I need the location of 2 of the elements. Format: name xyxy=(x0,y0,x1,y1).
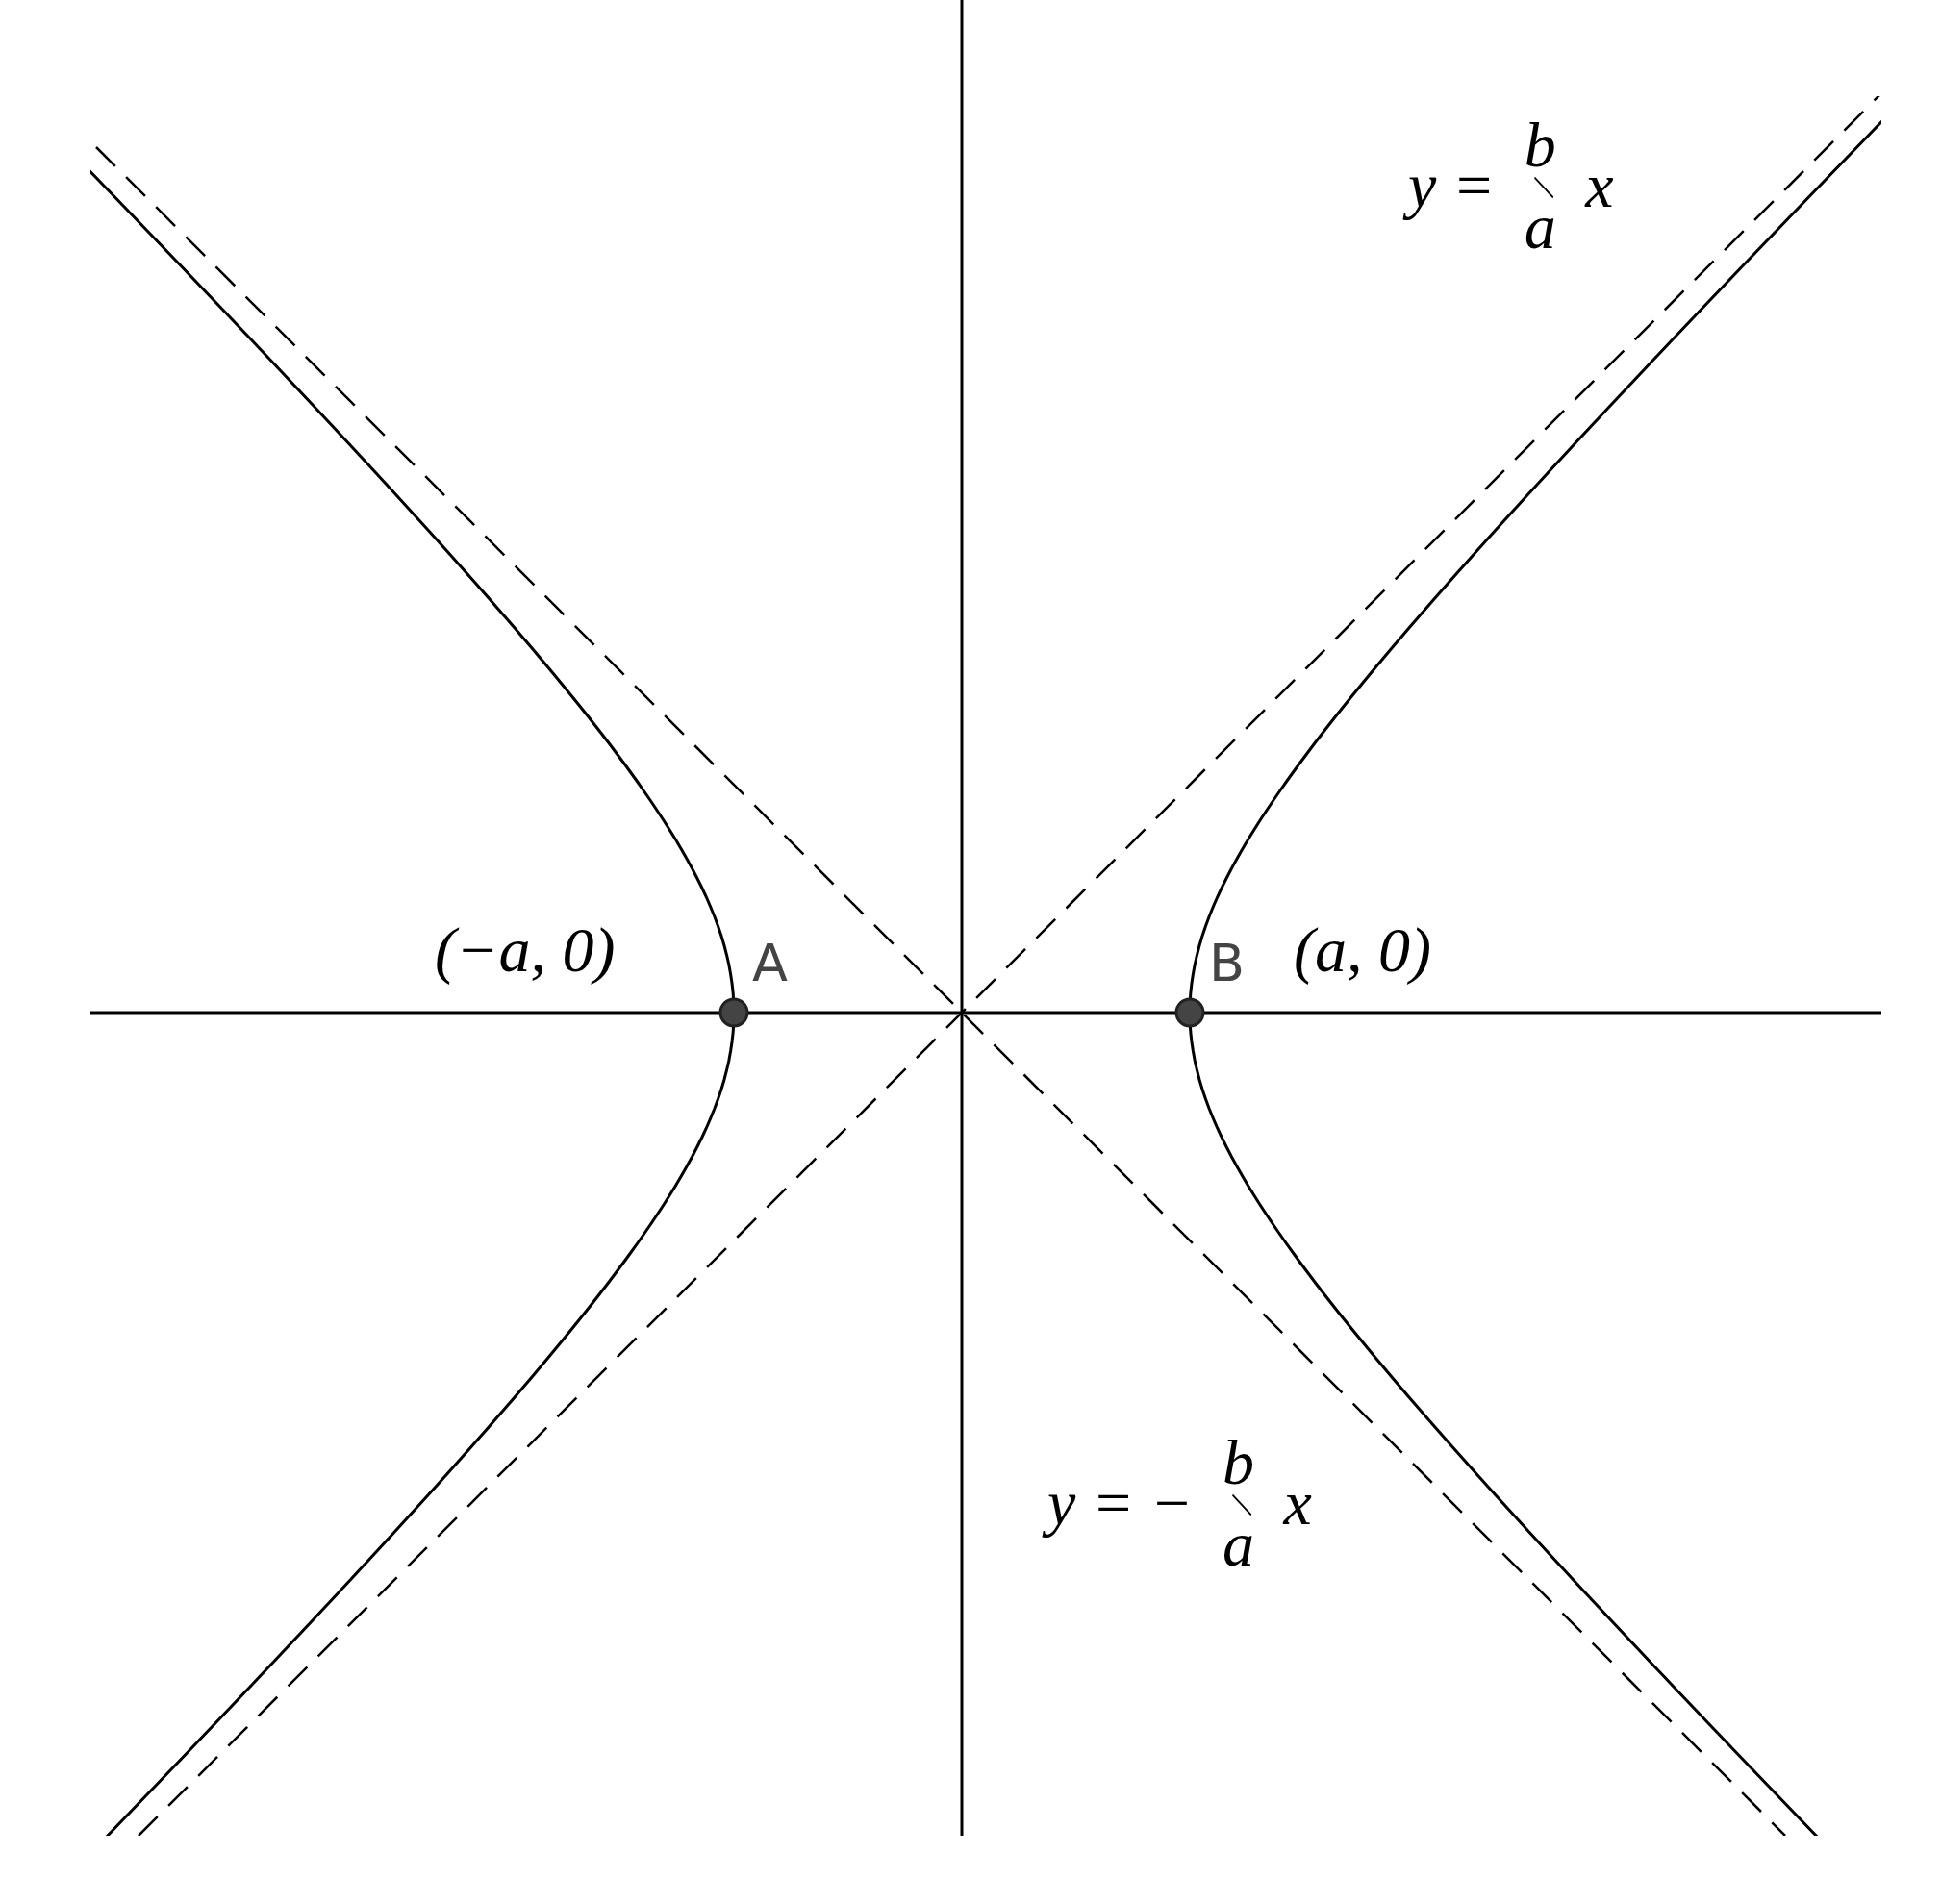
point-label: A xyxy=(752,938,788,990)
point-label: B xyxy=(1209,938,1246,990)
